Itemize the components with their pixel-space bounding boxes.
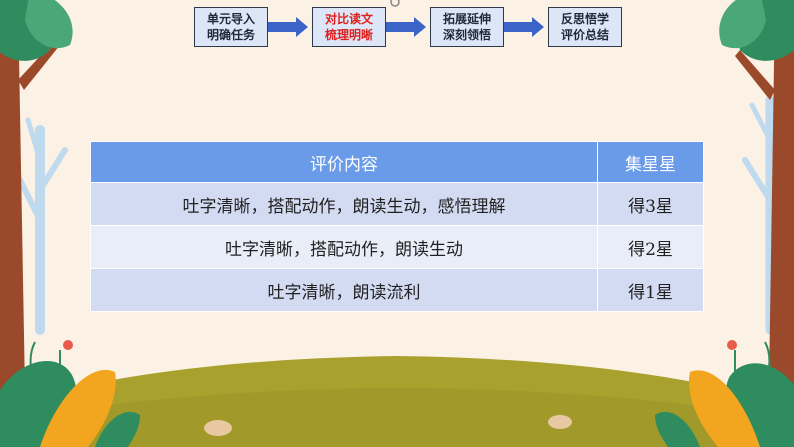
flow-step-line1: 反思悟学 bbox=[560, 12, 609, 26]
table-header-row: 评价内容 集星星 bbox=[90, 141, 704, 183]
stone bbox=[204, 420, 232, 436]
flow-step-extension[interactable]: 拓展延伸 深刻领悟 bbox=[430, 7, 504, 47]
flow-step-line1: 对比读文 bbox=[324, 12, 373, 26]
flow-step-line2: 评价总结 bbox=[560, 28, 609, 42]
header-collect-stars: 集星星 bbox=[597, 141, 704, 183]
eval-criteria-cell: 吐字清晰，搭配动作，朗读生动 bbox=[90, 225, 598, 269]
arrow-right-icon bbox=[504, 17, 544, 37]
flower-icon bbox=[63, 340, 73, 350]
flow-step-line1: 单元导入 bbox=[206, 12, 255, 26]
flow-step-reflection[interactable]: 反思悟学 评价总结 bbox=[548, 7, 622, 47]
stone bbox=[548, 415, 572, 429]
flow-arrows bbox=[268, 17, 544, 37]
left-light-tree bbox=[17, 117, 68, 335]
table-row: 吐字清晰，朗读流利 得1星 bbox=[90, 268, 704, 312]
table-row: 吐字清晰，搭配动作，朗读生动，感悟理解 得3星 bbox=[90, 182, 704, 226]
left-bushes bbox=[0, 340, 140, 447]
flow-step-line2: 深刻领悟 bbox=[442, 28, 491, 42]
flower-icon bbox=[727, 340, 737, 350]
right-bushes bbox=[655, 340, 794, 447]
flow-step-line1: 拓展延伸 bbox=[442, 12, 491, 26]
eval-criteria-cell: 吐字清晰，朗读流利 bbox=[90, 268, 598, 312]
flow-step-unit-intro[interactable]: 单元导入 明确任务 bbox=[194, 7, 268, 47]
arrow-right-icon bbox=[386, 17, 426, 37]
star-count-cell: 得3星 bbox=[597, 182, 704, 226]
flow-step-compare-reading[interactable]: 对比读文 梳理明晰 bbox=[312, 7, 386, 47]
evaluation-table: 评价内容 集星星 吐字清晰，搭配动作，朗读生动，感悟理解 得3星 吐字清晰，搭配… bbox=[90, 141, 704, 312]
header-eval-content: 评价内容 bbox=[90, 141, 598, 183]
star-count-cell: 得1星 bbox=[597, 268, 704, 312]
pointer-icon bbox=[390, 0, 400, 7]
right-tree bbox=[719, 0, 794, 447]
flow-step-line2: 明确任务 bbox=[206, 28, 255, 42]
table-row: 吐字清晰，搭配动作，朗读生动 得2星 bbox=[90, 225, 704, 269]
left-tree bbox=[0, 0, 73, 447]
flow-step-line2: 梳理明晰 bbox=[324, 28, 373, 42]
star-count-cell: 得2星 bbox=[597, 225, 704, 269]
eval-criteria-cell: 吐字清晰，搭配动作，朗读生动，感悟理解 bbox=[90, 182, 598, 226]
arrow-right-icon bbox=[268, 17, 308, 37]
